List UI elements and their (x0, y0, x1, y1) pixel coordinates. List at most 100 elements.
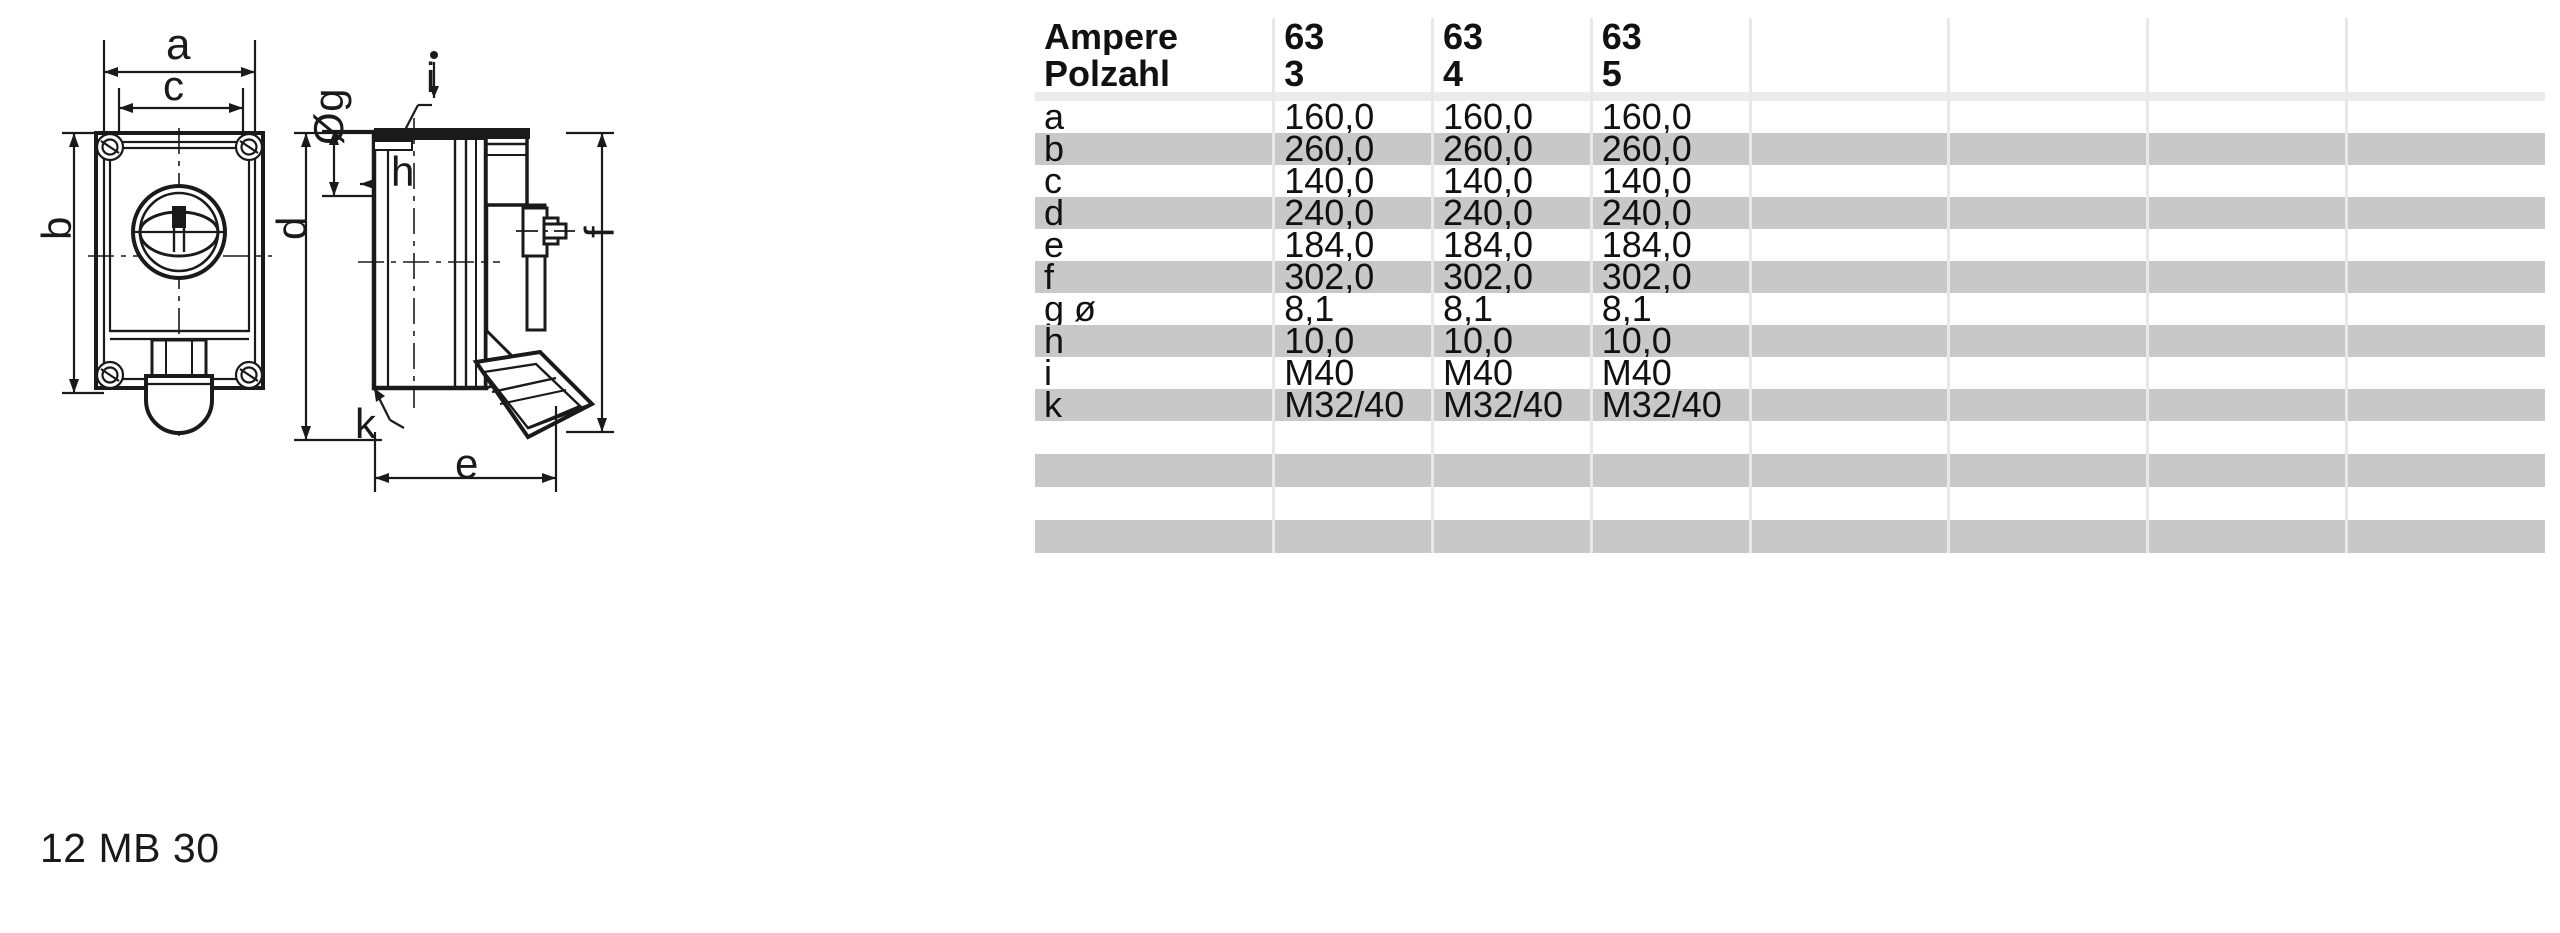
table-cell-empty (2346, 389, 2545, 421)
table-cell-empty (1948, 197, 2149, 229)
dimension-label-b: b (33, 216, 80, 240)
table-cell-empty (2346, 197, 2545, 229)
table-cell-empty (2147, 261, 2348, 293)
table-cell-empty (2147, 101, 2348, 133)
table-row-empty (1035, 421, 2545, 454)
table-cell-empty (2147, 165, 2348, 197)
table-cell-text: M40 (1601, 352, 1672, 393)
table-cell-empty (1750, 454, 1951, 487)
table-cell-value: 10,0 (1591, 323, 1752, 359)
table-cell-label: d (1035, 192, 1276, 233)
table-cell-value: 8,1 (1591, 288, 1752, 329)
table-cell-text: 140,0 (1284, 160, 1375, 201)
dimension-label-h: h (391, 148, 415, 195)
table-cell-value (1591, 421, 1752, 454)
table-cell-empty (2346, 520, 2545, 553)
table-cell-text: 160,0 (1284, 96, 1375, 137)
table-cell-empty (1948, 261, 2149, 293)
table-cell-empty (1948, 454, 2149, 487)
table-cell-empty (2147, 357, 2348, 389)
table-cell-text: 140,0 (1442, 160, 1534, 201)
table-cell-value: 5 (1591, 53, 1752, 94)
table-cell-value: M40 (1273, 355, 1434, 391)
table-cell-text: d (1044, 192, 1065, 233)
table-cell-empty (2346, 101, 2545, 133)
table-cell-value: M32/40 (1432, 387, 1593, 423)
table-cell-empty (2147, 229, 2348, 261)
table-cell-value: 63 (1273, 18, 1434, 55)
table-cell-empty (1750, 55, 1951, 92)
table-row-empty (1035, 520, 2545, 553)
table-cell-empty (1750, 101, 1951, 133)
table-cell-empty (1948, 421, 2149, 454)
table-cell-value (1273, 454, 1434, 487)
table-cell-empty (1750, 197, 1951, 229)
table-cell-value: 184,0 (1273, 224, 1434, 265)
table-cell-label (1035, 421, 1276, 454)
table-cell-value: 63 (1591, 18, 1752, 55)
table-separator-cell (1750, 92, 1951, 101)
table-cell-empty (1948, 18, 2149, 55)
table-cell-text: 8,1 (1601, 288, 1652, 329)
table-cell-empty (2147, 520, 2348, 553)
table-cell-value (1591, 520, 1752, 553)
table-cell-empty (2346, 55, 2545, 92)
table-cell-empty (2346, 454, 2545, 487)
table-cell-value (1591, 454, 1752, 487)
technical-drawing-panel: a c b d Øg i h f k e 12 MB 30 (0, 0, 1035, 933)
table-cell-text: Ampere (1044, 16, 1179, 57)
table-separator-cell (1948, 92, 2149, 101)
table-cell-text: 302,0 (1442, 256, 1534, 297)
table-cell-text: 184,0 (1284, 224, 1375, 265)
table-cell-value: 184,0 (1591, 224, 1752, 265)
table-cell-text: 5 (1601, 53, 1622, 94)
table-cell-empty (1750, 487, 1951, 520)
table-cell-empty (1948, 229, 2149, 261)
table-cell-empty (1948, 357, 2149, 389)
table-cell-value: 140,0 (1273, 160, 1434, 201)
table-cell-text: 4 (1442, 53, 1463, 94)
table-cell-value: 160,0 (1273, 96, 1434, 137)
table-cell-label: g ø (1035, 291, 1276, 327)
table-separator-cell (2346, 92, 2545, 101)
table-cell-value: 184,0 (1432, 227, 1593, 263)
table-cell-text: i (1044, 352, 1052, 393)
table-cell-empty (2147, 133, 2348, 165)
table-cell-label (1035, 454, 1276, 487)
dimension-label-e: e (455, 440, 479, 487)
table-cell-value (1591, 487, 1752, 520)
front-view-drawing (62, 40, 272, 440)
table-cell-value: 160,0 (1591, 99, 1752, 135)
table-cell-text: 10,0 (1442, 320, 1514, 361)
table-cell-value: 10,0 (1432, 320, 1593, 361)
table-cell-text: Polzahl (1044, 53, 1171, 94)
table-cell-value: 3 (1273, 55, 1434, 92)
table-cell-text: 240,0 (1601, 192, 1692, 233)
table-cell-value: 260,0 (1432, 131, 1593, 167)
table-cell-label: b (1035, 131, 1276, 167)
table-cell-label: k (1035, 387, 1276, 423)
table-cell-text: 260,0 (1601, 128, 1692, 169)
table-cell-value: M40 (1432, 355, 1593, 391)
table-cell-empty (1948, 325, 2149, 357)
table-cell-empty (1750, 229, 1951, 261)
table-cell-value (1273, 520, 1434, 553)
table-cell-value: M40 (1591, 352, 1752, 393)
table-cell-text: 184,0 (1601, 224, 1692, 265)
table-cell-label: c (1035, 163, 1276, 199)
table-cell-label: Polzahl (1035, 53, 1276, 94)
table-cell-value: 140,0 (1432, 160, 1593, 201)
table-cell-empty (2346, 325, 2545, 357)
table-cell-empty (1948, 487, 2149, 520)
table-cell-empty (1750, 389, 1951, 421)
table-cell-value: 10,0 (1273, 323, 1434, 359)
part-number-label: 12 MB 30 (40, 825, 220, 871)
table-separator-cell (1273, 92, 1434, 101)
table-cell-value: 63 (1432, 18, 1593, 55)
table-cell-value: 240,0 (1432, 195, 1593, 231)
